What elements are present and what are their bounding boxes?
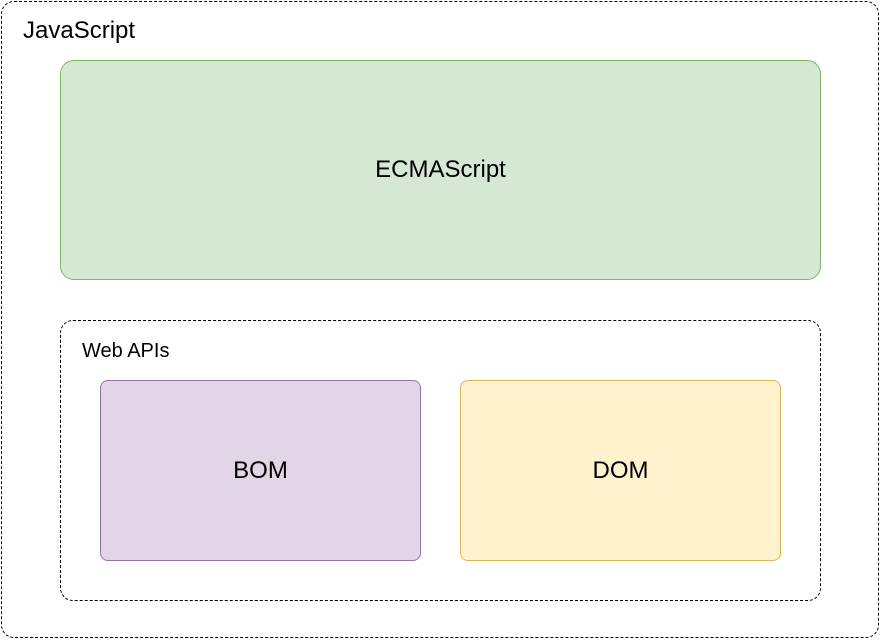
javascript-label: JavaScript bbox=[23, 17, 136, 44]
ecmascript-label: ECMAScript bbox=[375, 156, 506, 183]
dom-box: DOM bbox=[460, 380, 781, 561]
bom-label: BOM bbox=[233, 456, 288, 484]
ecmascript-box: ECMAScript bbox=[60, 60, 821, 280]
web-apis-container bbox=[60, 320, 821, 601]
dom-label: DOM bbox=[592, 456, 649, 484]
web-apis-label: Web APIs bbox=[82, 340, 170, 362]
bom-box: BOM bbox=[100, 380, 421, 561]
